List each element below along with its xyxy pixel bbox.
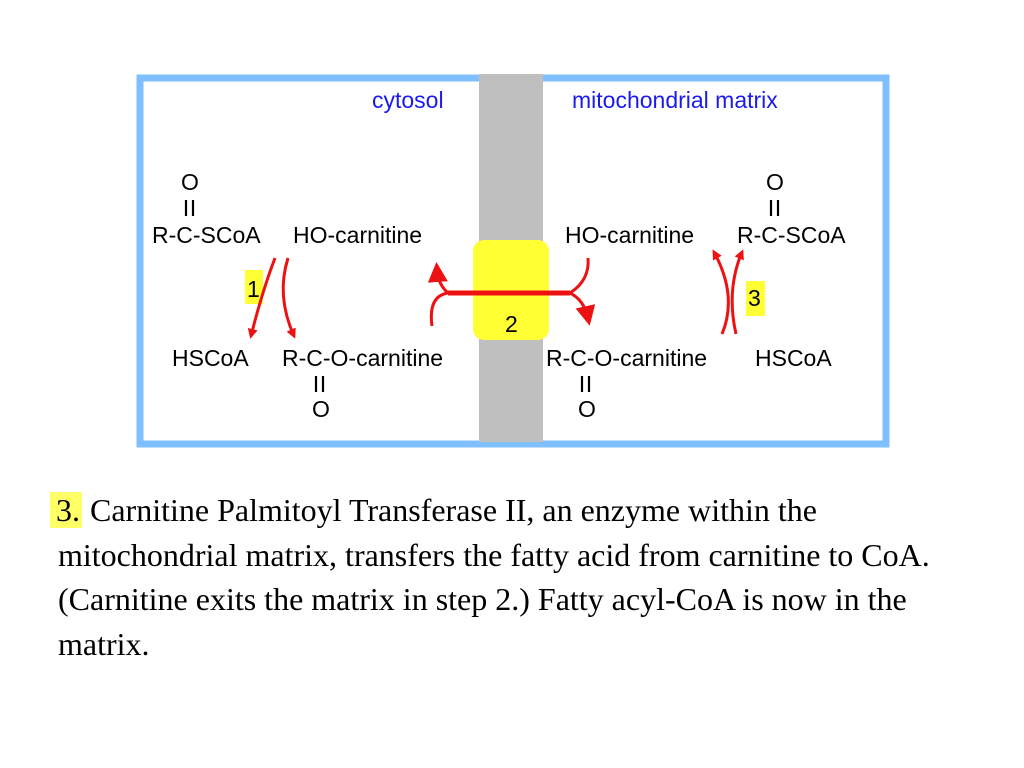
matrix-acyl-coa-oxygen: O	[766, 169, 784, 195]
cytosol-hscoa: HSCoA	[172, 345, 249, 371]
carnitine-export-arrow	[431, 270, 448, 327]
step-3-coa-uptake-arrow	[730, 249, 744, 335]
acylcarnitine-import-arrow	[569, 257, 588, 318]
step-1-acylcarnitine-arrow	[281, 257, 296, 339]
step-3-highlight	[746, 281, 765, 316]
caption-step-number: 3.	[50, 492, 82, 528]
cytosol-acyl-coa: R-C-SCoA	[152, 222, 261, 248]
step-3-number: 3	[748, 285, 761, 311]
mitochondrial-matrix-label: mitochondrial matrix	[572, 87, 778, 113]
step-3-acyl-transfer-arrow	[712, 249, 730, 335]
cytosol-acyl-coa-double-bond	[184, 200, 195, 216]
matrix-hscoa: HSCoA	[755, 345, 832, 371]
caption-text: Carnitine Palmitoyl Transferase II, an e…	[58, 492, 930, 662]
matrix-acylcarnitine-double-bond	[580, 376, 591, 392]
matrix-acyl-coa-double-bond	[769, 200, 780, 216]
step-1-coa-release-arrow	[247, 257, 277, 339]
step-1-number: 1	[247, 276, 260, 302]
caption: 3. Carnitine Palmitoyl Transferase II, a…	[50, 488, 988, 666]
cytosol-acylcarnitine: R-C-O-carnitine	[282, 345, 443, 371]
carnitine-shuttle-diagram: cytosol mitochondrial matrix O R-C-SCoA …	[136, 74, 890, 448]
cytosol-acyl-coa-oxygen: O	[181, 169, 199, 195]
cytosol-acylcarnitine-double-bond	[314, 376, 325, 392]
matrix-acylcarnitine: R-C-O-carnitine	[546, 345, 707, 371]
step-1-highlight	[245, 270, 263, 304]
cytosol-label: cytosol	[372, 87, 444, 113]
matrix-ho-carnitine: HO-carnitine	[565, 222, 694, 248]
matrix-acyl-coa: R-C-SCoA	[737, 222, 846, 248]
translocase-transporter	[473, 240, 549, 340]
cytosol-acylcarnitine-oxygen: O	[312, 396, 330, 422]
step-2-number: 2	[505, 311, 518, 337]
cytosol-ho-carnitine: HO-carnitine	[293, 222, 422, 248]
matrix-acylcarnitine-oxygen: O	[578, 396, 596, 422]
